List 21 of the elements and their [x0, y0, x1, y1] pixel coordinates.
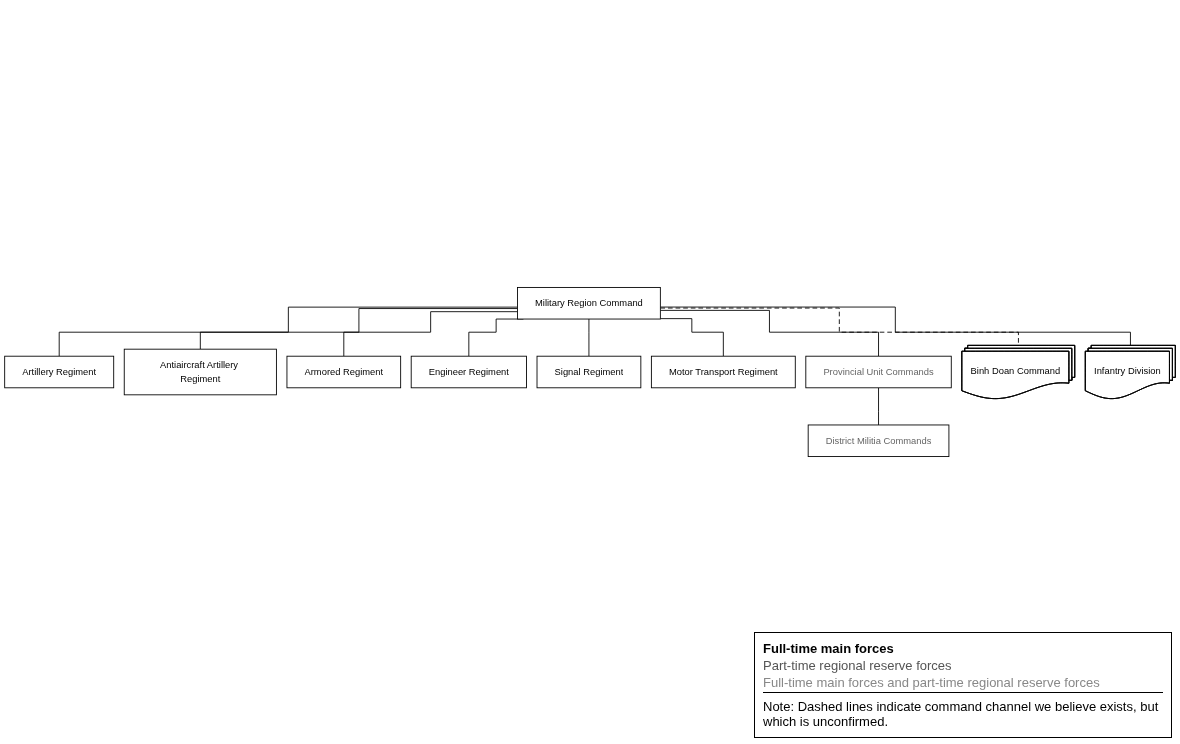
- node-box: District Militia Commands: [807, 424, 950, 457]
- connector: [659, 309, 879, 357]
- connector: [659, 306, 1132, 347]
- node-box: Military Region Command: [517, 287, 661, 320]
- legend-entry: Full-time main forces and part-time regional reserve forces: [763, 675, 1101, 690]
- note-text: Note: Dashed lines indicate command channel we believe exists, but which is unconfirmed.: [763, 699, 1160, 729]
- node-box: Armored Regiment: [286, 355, 402, 389]
- legend-entry: Part-time regional reserve forces: [763, 658, 953, 673]
- node-box: Artillery Regiment: [4, 355, 115, 389]
- connector: [659, 318, 724, 357]
- connector: [58, 306, 518, 357]
- connector: [588, 318, 590, 357]
- node-box: Provincial Unit Commands: [805, 355, 952, 389]
- node-box: Engineer Regiment: [410, 355, 527, 389]
- connector: [878, 387, 879, 426]
- connector: [199, 308, 518, 350]
- node-box: Motor Transport Regiment: [650, 355, 796, 389]
- node-box: Signal Regiment: [536, 355, 642, 389]
- node-box: Antiaircraft Artillery Regiment: [123, 348, 277, 396]
- legend-entry: Full-time main forces: [763, 641, 895, 656]
- connector: [343, 311, 518, 357]
